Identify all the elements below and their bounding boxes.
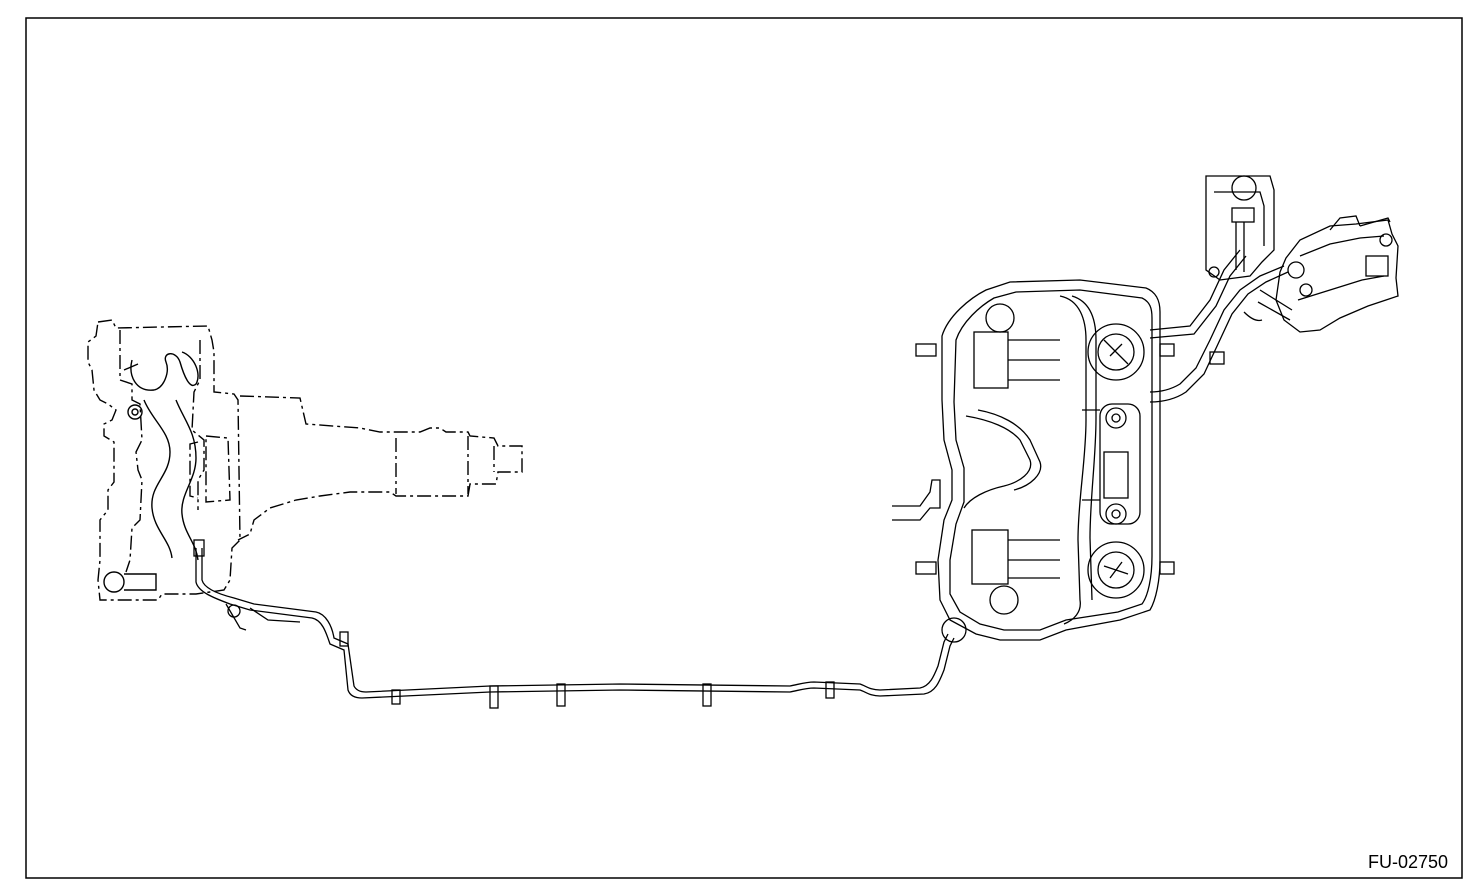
filler-neck [1205, 175, 1399, 365]
engine-internal-details [103, 351, 199, 593]
diagram-border [25, 17, 1463, 879]
fuel-line [193, 539, 967, 709]
engine-transmission-outline [87, 319, 523, 601]
fuel-tank [892, 249, 1289, 641]
figure-code: FU-02750 [1368, 852, 1448, 872]
